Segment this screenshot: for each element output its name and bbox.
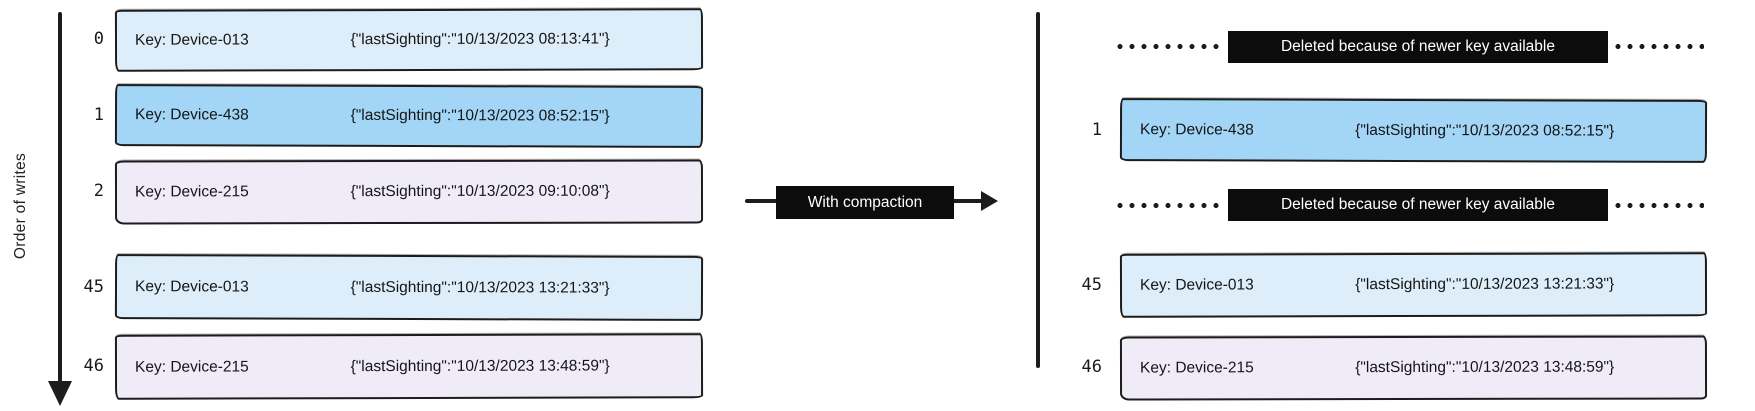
log-record-row: Key: Device-013 {"lastSighting":"10/13/2… — [114, 8, 704, 72]
record-value: {"lastSighting":"10/13/2023 13:21:33"} — [350, 278, 610, 297]
log-record-row: Key: Device-215 {"lastSighting":"10/13/2… — [114, 333, 704, 400]
record-key: Key: Device-215 — [134, 183, 249, 201]
log-record-row: Key: Device-438 {"lastSighting":"10/13/2… — [1119, 98, 1708, 163]
order-of-writes-axis-label: Order of writes — [12, 152, 29, 260]
log-record-row: Key: Device-215 {"lastSighting":"10/13/2… — [114, 159, 704, 225]
record-value: {"lastSighting":"10/13/2023 08:13:41"} — [350, 30, 610, 49]
order-of-writes-axis-line — [58, 12, 62, 382]
dotted-line — [1114, 44, 1224, 49]
record-key: Key: Device-013 — [134, 277, 249, 295]
dotted-line — [1612, 44, 1704, 49]
with-compaction-label: With compaction — [776, 186, 954, 219]
deleted-record-label: Deleted because of newer key available — [1228, 189, 1608, 221]
right-row-number-45: 45 — [1081, 275, 1102, 295]
compacted-log-boundary-line — [1036, 12, 1040, 368]
record-value: {"lastSighting":"10/13/2023 09:10:08"} — [350, 182, 610, 201]
record-key: Key: Device-215 — [134, 357, 249, 376]
log-record-row: Key: Device-013 {"lastSighting":"10/13/2… — [1119, 252, 1708, 318]
record-key: Key: Device-013 — [134, 31, 249, 49]
left-row-number-45: 45 — [83, 277, 104, 297]
record-key: Key: Device-438 — [134, 106, 249, 124]
record-value: {"lastSighting":"10/13/2023 08:52:15"} — [350, 106, 610, 125]
dotted-line — [1114, 203, 1224, 208]
record-key: Key: Device-438 — [1139, 120, 1254, 138]
log-record-row: Key: Device-013 {"lastSighting":"10/13/2… — [114, 254, 704, 321]
left-row-number-2: 2 — [93, 181, 104, 201]
right-row-number-1: 1 — [1091, 120, 1102, 140]
log-record-row: Key: Device-438 {"lastSighting":"10/13/2… — [114, 84, 704, 148]
record-value: {"lastSighting":"10/13/2023 13:48:59"} — [1355, 358, 1615, 377]
left-row-number-1: 1 — [93, 105, 104, 125]
deleted-record-label: Deleted because of newer key available — [1228, 31, 1608, 63]
dotted-line — [1612, 203, 1704, 208]
left-row-number-46: 46 — [83, 356, 104, 376]
record-value: {"lastSighting":"10/13/2023 13:21:33"} — [1355, 275, 1615, 294]
compaction-arrowhead-icon — [981, 191, 998, 211]
record-key: Key: Device-215 — [1139, 359, 1254, 377]
record-key: Key: Device-013 — [1139, 276, 1254, 294]
record-value: {"lastSighting":"10/13/2023 13:48:59"} — [350, 356, 610, 375]
log-record-row: Key: Device-215 {"lastSighting":"10/13/2… — [1119, 335, 1708, 401]
record-value: {"lastSighting":"10/13/2023 08:52:15"} — [1355, 121, 1615, 140]
left-row-number-0: 0 — [93, 29, 104, 49]
right-row-number-46: 46 — [1081, 357, 1102, 377]
order-of-writes-arrowhead-icon — [48, 381, 72, 406]
